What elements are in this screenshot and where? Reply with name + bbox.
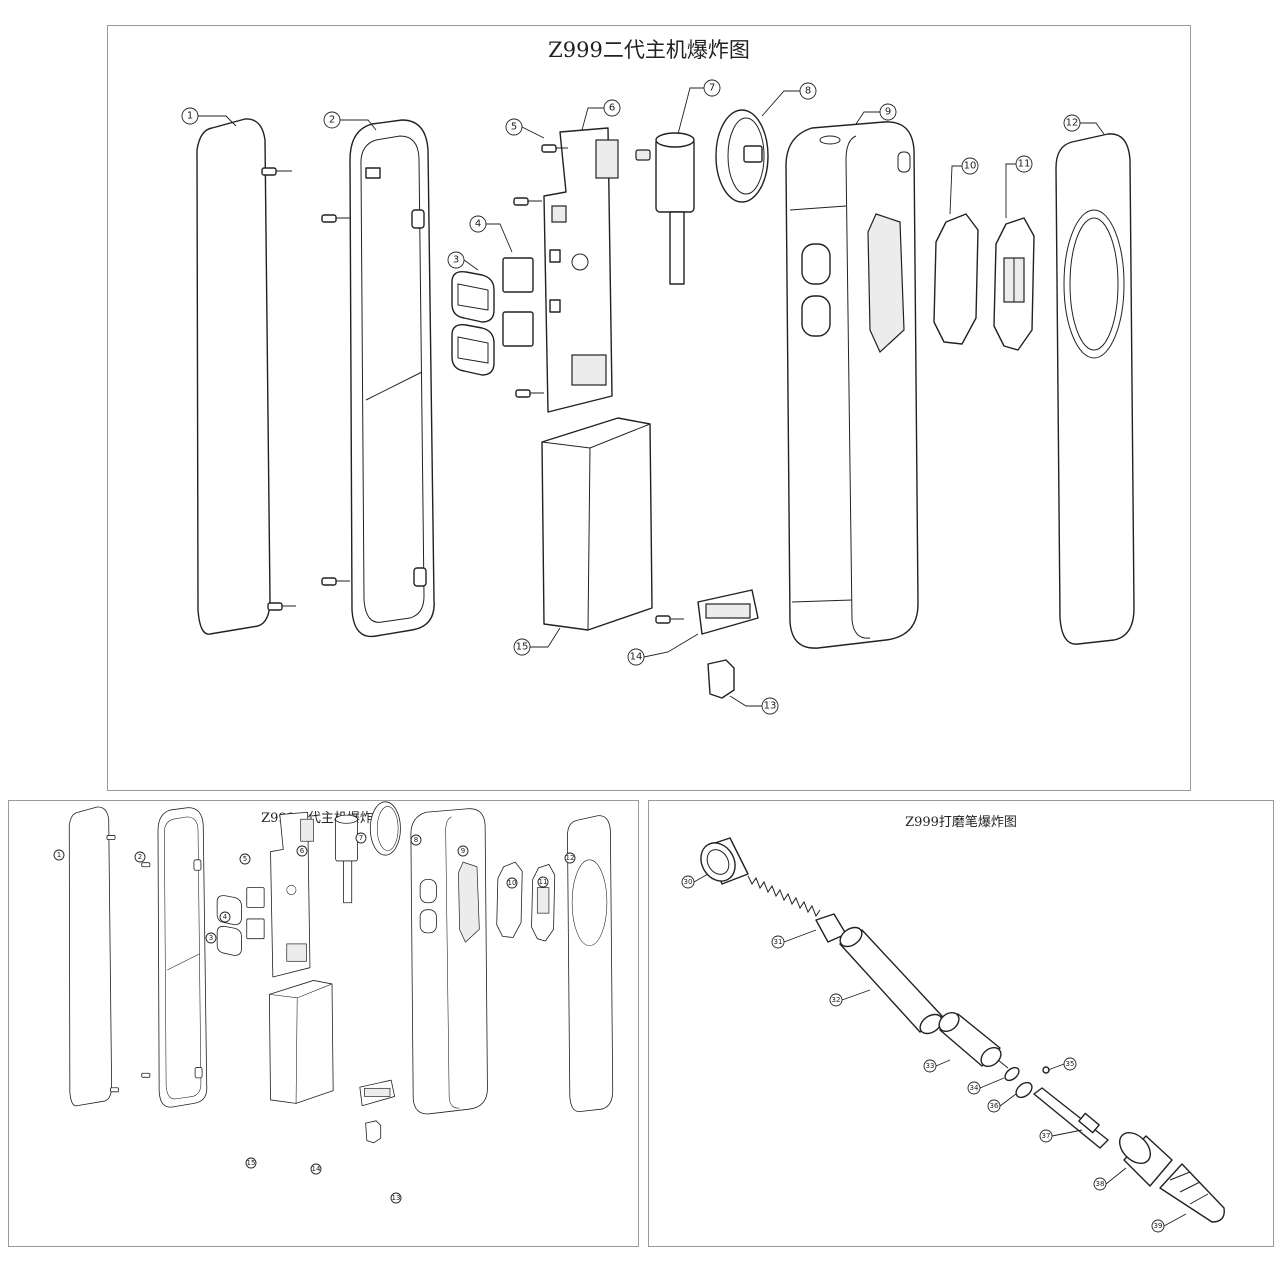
callout-label: 2 [138, 853, 142, 861]
callout-label: 6 [609, 103, 615, 114]
top-panel-title: Z999二代主机爆炸图 [548, 38, 750, 62]
callout-label: 3 [453, 255, 459, 266]
pen-part-32-tube [839, 926, 943, 1035]
callout-label: 13 [392, 1194, 401, 1202]
callout-label: 14 [312, 1165, 321, 1173]
part-14-charging-connector [655, 589, 759, 635]
callout-label: 7 [709, 83, 715, 94]
callout-label: 9 [885, 107, 891, 118]
pen-part-31-spring [747, 875, 847, 943]
part-6-circuit-board [513, 127, 619, 413]
callout-label: 11 [1018, 159, 1031, 170]
callout-label: 10 [964, 161, 977, 172]
callout-label: 36 [990, 1102, 999, 1110]
host-callouts-top: 1 2 3 4 5 6 7 8 9 10 11 12 13 14 15 [181, 79, 1105, 715]
callout-label: 33 [926, 1062, 935, 1070]
part-12-back-cover [1055, 133, 1135, 645]
callout-label: 11 [539, 878, 548, 886]
part-11-lens-module [993, 217, 1035, 351]
callout-label: 35 [1066, 1060, 1075, 1068]
callout-label: 39 [1154, 1222, 1163, 1230]
part-4-pad-top [502, 257, 534, 293]
callout-label: 5 [511, 122, 517, 133]
callout-label: 15 [247, 1159, 256, 1167]
callout-label: 6 [300, 847, 305, 855]
callout-label: 1 [57, 851, 61, 859]
callout-label: 15 [516, 642, 529, 653]
callout-label: 38 [1096, 1180, 1105, 1188]
callout-label: 7 [359, 834, 363, 842]
callout-label: 34 [970, 1084, 979, 1092]
part-10-octagon-pad [933, 213, 979, 345]
part-4-pad-bottom [502, 311, 534, 347]
part-9-main-housing [785, 121, 919, 649]
callout-label: 9 [461, 847, 465, 855]
host-callouts-bottom-left: 1 2 3 4 5 6 7 8 9 10 11 12 13 14 15 [53, 832, 576, 1204]
part-1-front-cover [196, 118, 271, 635]
callout-label: 12 [1066, 118, 1079, 129]
callout-label: 14 [630, 652, 643, 663]
part-3-buttons [451, 271, 495, 376]
part-15-battery [541, 417, 653, 631]
callout-label: 2 [329, 115, 335, 126]
callout-label: 1 [187, 111, 193, 122]
callout-label: 5 [243, 855, 247, 863]
callout-label: 3 [209, 934, 213, 942]
callout-label: 37 [1042, 1132, 1051, 1140]
pen-callouts: 30 31 32 33 34 35 36 37 38 39 [681, 873, 1187, 1233]
part-8-dial-wheel [715, 109, 769, 203]
screws-left [261, 167, 350, 611]
pen-part-30-end-cap [700, 837, 749, 885]
bottom-right-panel-title: Z999打磨笔爆炸图 [905, 815, 1017, 830]
pen-part-36-bearing [1015, 1081, 1033, 1099]
callout-label: 8 [805, 86, 811, 97]
part-13-clip [707, 659, 735, 699]
callout-label: 30 [684, 878, 693, 886]
callout-label: 4 [223, 913, 228, 921]
pen-part-39-nose-cone [1159, 1163, 1225, 1223]
pen-part-38-chuck-nut [1119, 1132, 1173, 1187]
part-7-shaft-knob [635, 132, 695, 285]
callout-label: 10 [508, 879, 517, 887]
part-2-middle-frame [349, 119, 435, 638]
callout-label: 32 [832, 996, 841, 1004]
callout-label: 13 [764, 701, 777, 712]
callout-label: 8 [414, 836, 418, 844]
callout-label: 31 [774, 938, 783, 946]
callout-label: 12 [566, 854, 575, 862]
pen-part-33-motor [938, 1011, 1009, 1069]
callout-label: 4 [475, 219, 481, 230]
pen-part-37-shaft [1033, 1087, 1109, 1149]
pen-part-34-ring [1004, 1066, 1020, 1082]
